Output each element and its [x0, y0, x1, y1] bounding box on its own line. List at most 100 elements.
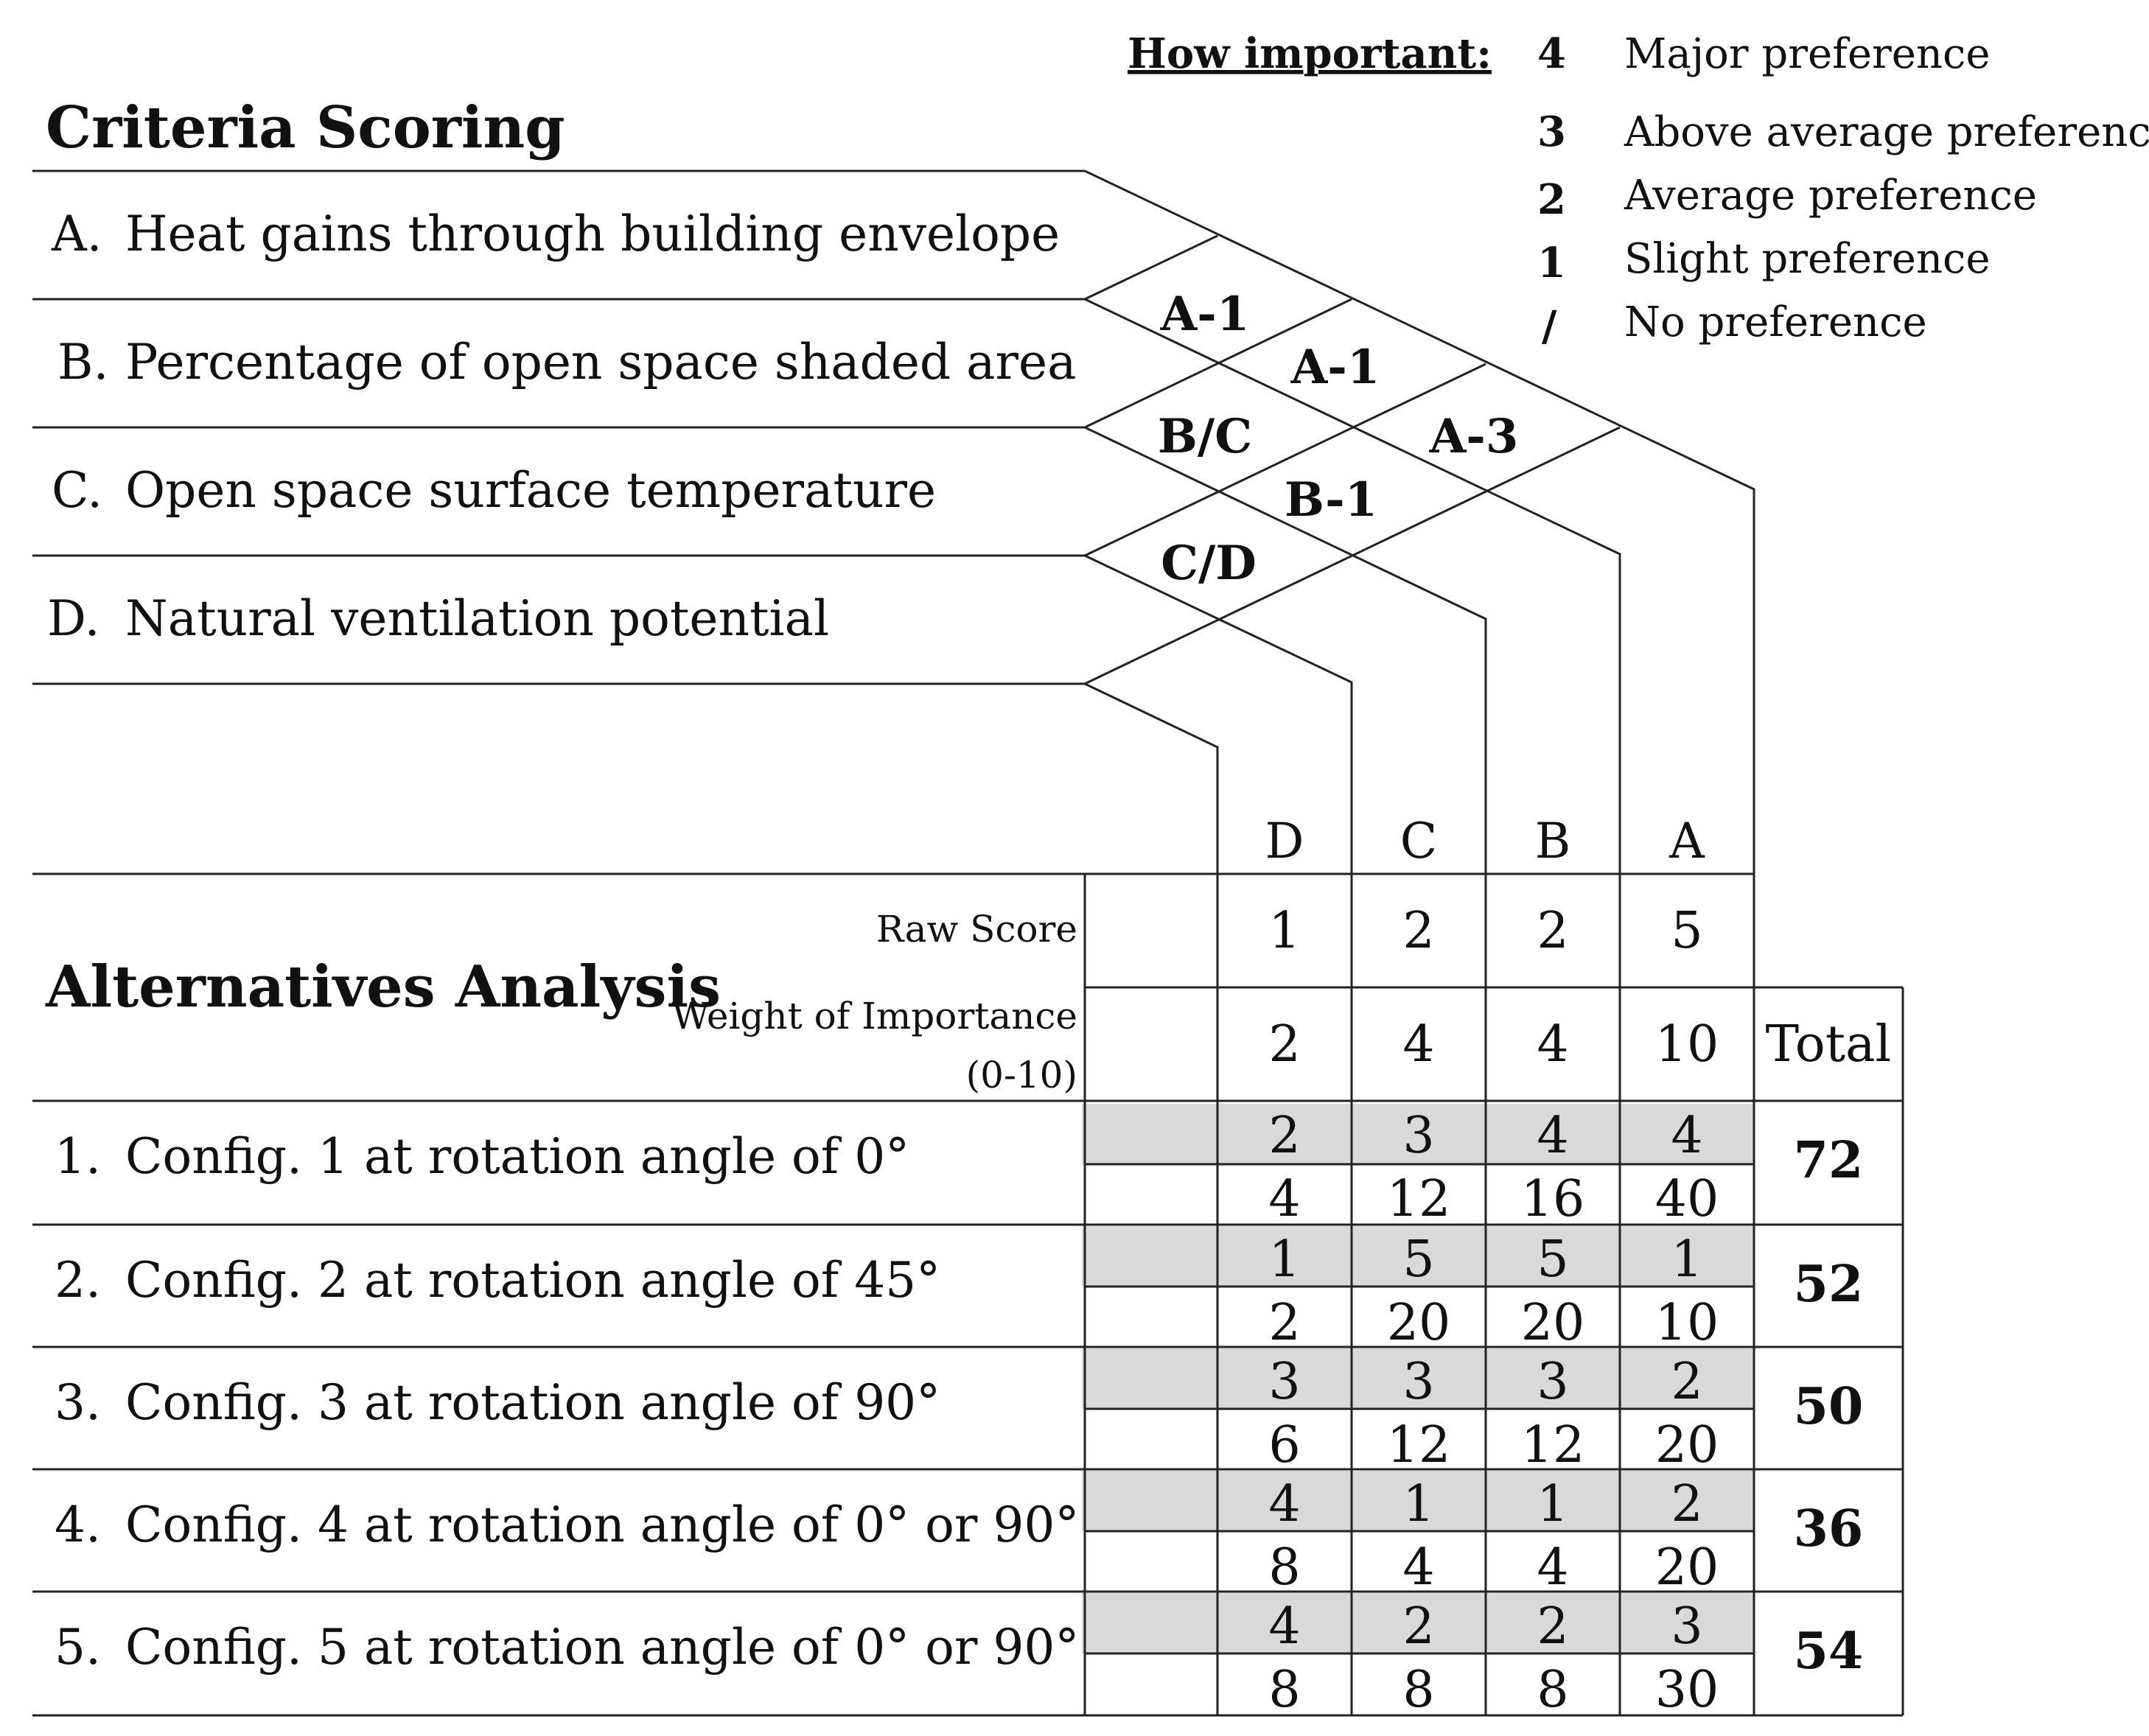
- criteria-list: A. Heat gains through building envelope …: [47, 206, 1076, 647]
- score-shading: [1082, 1104, 1754, 1653]
- legend-label-none: No preference: [1624, 298, 1927, 346]
- alternative-3-weighted-d: 6: [1268, 1416, 1300, 1474]
- alternative-4-score-b: 1: [1537, 1475, 1568, 1533]
- alternative-4-weighted-b: 4: [1537, 1539, 1568, 1597]
- alternative-3-score-d: 3: [1268, 1353, 1300, 1411]
- alternative-1-score-a: 4: [1671, 1107, 1702, 1165]
- alternative-1-weighted-d: 4: [1268, 1170, 1300, 1228]
- alternative-1-weighted-a: 40: [1655, 1170, 1719, 1228]
- legend-label-3: Above average preference: [1624, 108, 2149, 156]
- legend-label-1: Slight preference: [1624, 235, 1991, 283]
- alternative-4-total: 36: [1794, 1499, 1864, 1558]
- raw-score-a: 5: [1671, 902, 1702, 960]
- alternative-3-name: Config. 3 at rotation angle of 90°: [125, 1374, 940, 1431]
- alternative-5-score-a: 3: [1671, 1597, 1702, 1656]
- column-a: A: [1668, 813, 1705, 869]
- alternative-5-total: 54: [1794, 1622, 1864, 1681]
- alternative-4-score-c: 1: [1402, 1475, 1434, 1533]
- alternative-5-weighted-a: 30: [1655, 1661, 1719, 1719]
- legend-label-4: Major preference: [1624, 30, 1990, 78]
- alternative-3-total: 50: [1794, 1377, 1864, 1436]
- legend-key-4: 4: [1537, 29, 1566, 78]
- column-d: D: [1265, 813, 1304, 869]
- alternative-5-score-d: 4: [1268, 1597, 1300, 1656]
- criterion-b-letter: B.: [57, 334, 108, 391]
- alternative-5-name: Config. 5 at rotation angle of 0° or 90°: [125, 1619, 1079, 1676]
- alternative-2-total: 52: [1794, 1255, 1864, 1314]
- raw-score-b: 2: [1537, 902, 1568, 960]
- comparison-a-d: A-3: [1429, 409, 1519, 464]
- raw-score-d: 1: [1268, 902, 1300, 960]
- alternative-5-number: 5.: [55, 1619, 101, 1676]
- analysis-grid: [32, 872, 1904, 1717]
- comparison-a-b: A-1: [1160, 287, 1250, 342]
- alternative-3-weighted-c: 12: [1387, 1416, 1451, 1474]
- weight-c: 4: [1402, 1015, 1434, 1074]
- legend-key-2: 2: [1537, 175, 1566, 224]
- column-c: C: [1400, 813, 1438, 869]
- alternative-2-name: Config. 2 at rotation angle of 45°: [125, 1252, 940, 1309]
- comparison-b-d: B-1: [1285, 472, 1377, 528]
- alternative-2-number: 2.: [55, 1252, 101, 1309]
- legend-label-2: Average preference: [1624, 172, 2037, 220]
- alternative-4-number: 4.: [55, 1497, 101, 1553]
- criterion-d: Natural ventilation potential: [125, 590, 829, 647]
- alternative-2-weighted-c: 20: [1387, 1294, 1451, 1352]
- alternative-2-score-c: 5: [1402, 1231, 1434, 1289]
- criterion-a: Heat gains through building envelope: [125, 206, 1060, 262]
- alternative-1-name: Config. 1 at rotation angle of 0°: [125, 1128, 909, 1185]
- alternative-2-score-d: 1: [1268, 1231, 1300, 1289]
- alternative-1-score-b: 4: [1537, 1107, 1568, 1165]
- legend-key-3: 3: [1537, 108, 1566, 156]
- alternative-5-weighted-b: 8: [1537, 1661, 1568, 1719]
- legend-heading: How important:: [1128, 29, 1492, 78]
- column-headers: D C B A: [1265, 813, 1706, 869]
- alternative-3-score-c: 3: [1402, 1353, 1434, 1411]
- weight-a: 10: [1655, 1015, 1719, 1074]
- column-b: B: [1535, 813, 1571, 869]
- shade-row-2: [1082, 1226, 1754, 1287]
- legend: How important: 4 Major preference 3 Abov…: [1128, 29, 2149, 351]
- legend-key-none: /: [1542, 302, 1557, 351]
- legend-key-1: 1: [1537, 239, 1566, 287]
- alternative-3-score-a: 2: [1671, 1353, 1702, 1411]
- alternative-5-score-c: 2: [1402, 1597, 1434, 1656]
- raw-score-c: 2: [1402, 902, 1434, 960]
- alternative-3-weighted-b: 12: [1521, 1416, 1585, 1474]
- shade-row-4: [1082, 1471, 1754, 1531]
- alternative-4-weighted-a: 20: [1655, 1539, 1719, 1597]
- alternative-4-weighted-c: 4: [1402, 1539, 1434, 1597]
- alternative-4-name: Config. 4 at rotation angle of 0° or 90°: [125, 1497, 1079, 1553]
- comparison-a-c: A-1: [1290, 340, 1380, 395]
- alternative-2-weighted-b: 20: [1521, 1294, 1585, 1352]
- alternative-2-score-a: 1: [1671, 1231, 1702, 1289]
- alternative-4-score-a: 2: [1671, 1475, 1702, 1533]
- comparison-c-d: C/D: [1161, 536, 1257, 591]
- shade-row-1: [1082, 1104, 1754, 1164]
- criterion-d-letter: D.: [47, 590, 100, 647]
- alternative-4-score-d: 4: [1268, 1475, 1300, 1533]
- alternative-5-weighted-d: 8: [1268, 1661, 1300, 1719]
- alternative-1-weighted-c: 12: [1387, 1170, 1451, 1228]
- shade-row-3: [1082, 1348, 1754, 1409]
- alternative-1-total: 72: [1794, 1131, 1864, 1190]
- alternative-3-weighted-a: 20: [1655, 1416, 1719, 1474]
- weight-label: Weight of Importance: [672, 995, 1077, 1037]
- weight-b: 4: [1537, 1015, 1568, 1074]
- comparison-b-c: B/C: [1158, 409, 1252, 464]
- raw-score-label: Raw Score: [876, 908, 1077, 951]
- alternative-5-weighted-c: 8: [1402, 1661, 1434, 1719]
- alternative-3-number: 3.: [55, 1374, 101, 1431]
- criteria-scoring-title: Criteria Scoring: [46, 94, 565, 161]
- alternative-5-score-b: 2: [1537, 1597, 1568, 1656]
- criteria-rules: [32, 169, 1085, 685]
- criterion-c: Open space surface temperature: [125, 462, 936, 519]
- alternative-1-weighted-b: 16: [1521, 1170, 1585, 1228]
- alternative-1-score-d: 2: [1268, 1107, 1300, 1165]
- alternative-2-weighted-a: 10: [1655, 1294, 1719, 1352]
- weight-range: (0-10): [966, 1054, 1077, 1096]
- alternative-4-weighted-d: 8: [1268, 1539, 1300, 1597]
